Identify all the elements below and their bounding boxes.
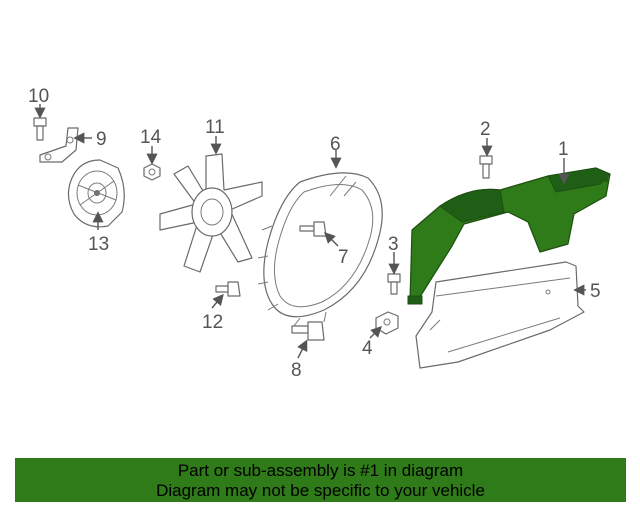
part-8-bolt[interactable] <box>291 321 325 341</box>
part-info-banner: Part or sub-assembly is #1 in diagram Di… <box>15 458 626 502</box>
part-5-lower-shroud[interactable] <box>415 261 585 369</box>
callout-2: 2 <box>480 119 491 140</box>
part-14-nut[interactable] <box>143 163 161 181</box>
banner-line-2: Diagram may not be specific to your vehi… <box>156 481 485 500</box>
callout-12: 12 <box>202 312 223 333</box>
part-2-bolt[interactable] <box>479 155 493 179</box>
callout-3: 3 <box>388 234 399 255</box>
part-12-bolt[interactable] <box>215 281 241 297</box>
callout-6: 6 <box>330 134 341 155</box>
callout-5: 5 <box>590 281 601 302</box>
callout-13: 13 <box>88 234 109 255</box>
part-3-bolt[interactable] <box>387 273 401 295</box>
banner-line-1: Part or sub-assembly is #1 in diagram <box>177 461 464 480</box>
callout-11: 11 <box>205 117 225 138</box>
callout-7: 7 <box>338 247 349 268</box>
callout-8: 8 <box>291 360 302 381</box>
part-6-shroud[interactable] <box>257 172 383 327</box>
parts-diagram: 1 2 3 4 5 6 7 8 9 10 11 12 13 14 <box>28 86 611 381</box>
callout-10: 10 <box>28 86 49 107</box>
part-11-fan[interactable] <box>159 153 263 273</box>
callout-1: 1 <box>558 139 569 160</box>
callout-9: 9 <box>96 129 107 150</box>
part-9-bracket[interactable] <box>39 127 79 163</box>
part-10-bolt[interactable] <box>33 117 47 141</box>
part-4-clip[interactable] <box>375 311 399 335</box>
callout-4: 4 <box>362 338 373 359</box>
part-13-fan-clutch[interactable] <box>67 159 125 228</box>
callout-labels: 1 2 3 4 5 6 7 8 9 10 11 12 13 14 <box>28 86 601 381</box>
callout-14: 14 <box>140 127 162 148</box>
callout-arrows <box>34 104 586 359</box>
